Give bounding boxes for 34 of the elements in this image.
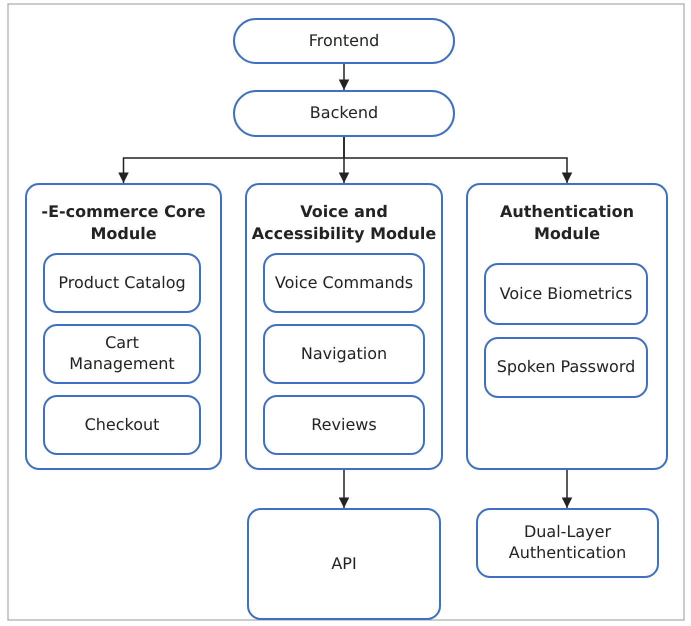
module-title: -E-commerce Core Module	[40, 201, 207, 246]
component-label: Navigation	[300, 344, 388, 364]
component-label: Checkout	[84, 414, 160, 436]
module-container	[466, 183, 668, 470]
arrow	[562, 470, 572, 508]
component-box	[233, 18, 455, 64]
arrow	[338, 470, 350, 508]
component-label: Backend	[310, 103, 378, 124]
component-box	[263, 395, 425, 455]
component-box	[233, 90, 455, 137]
component-box	[263, 253, 425, 313]
component-label: API	[331, 554, 357, 574]
component-box	[43, 253, 201, 313]
module-container	[245, 183, 443, 470]
arrow	[338, 64, 350, 90]
component-label: Frontend	[308, 30, 380, 52]
component-label: Reviews	[311, 414, 377, 436]
arrow	[343, 137, 572, 183]
component-label: Product Catalog	[58, 272, 186, 294]
module-title: Authentication Module	[499, 201, 635, 246]
component-label: Voice Commands	[274, 272, 414, 294]
module-container	[25, 183, 222, 470]
component-label: Spoken Password	[496, 357, 636, 378]
component-label: Voice Biometrics	[500, 284, 632, 304]
component-label: Dual-Layer Authentication	[508, 522, 628, 564]
component-box	[263, 324, 425, 384]
component-box	[247, 508, 441, 620]
component-box	[43, 324, 201, 384]
component-box	[484, 337, 648, 398]
module-title: Voice and Accessibility Module	[251, 201, 437, 246]
component-label: Cart Management	[68, 333, 176, 375]
component-box	[43, 395, 201, 455]
component-box	[476, 508, 659, 578]
component-box	[484, 263, 648, 325]
